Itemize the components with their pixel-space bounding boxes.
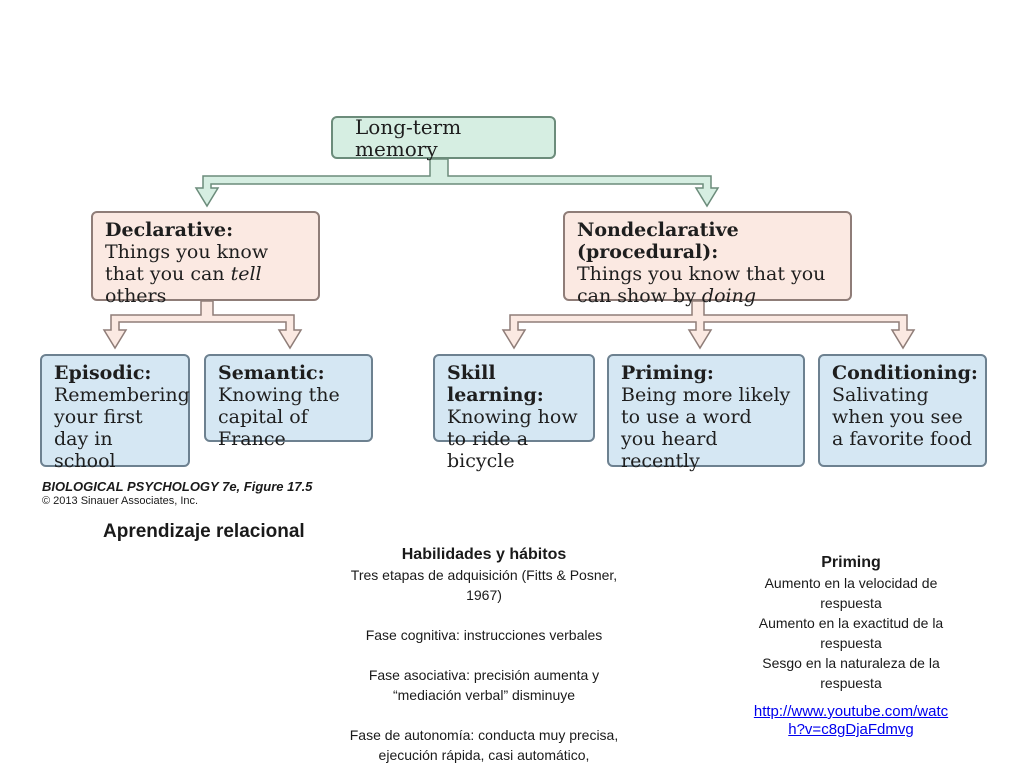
node-body: Being more likely to use a word you hear… [621,384,791,472]
figure-credit: BIOLOGICAL PSYCHOLOGY 7e, Figure 17.5 © … [42,479,312,507]
priming-title: Priming [821,554,881,571]
node-conditioning: Conditioning: Salivating when you see a … [818,354,987,467]
node-title: Episodic: [54,362,152,384]
connector-arrows [102,158,916,350]
priming-section: Priming Aumento en la velocidad de respu… [746,553,956,739]
credit-title: BIOLOGICAL PSYCHOLOGY 7e, Figure 17.5 [42,479,313,494]
arrow-nondeclarative-to-leaves [501,300,916,350]
habits-intro: Tres etapas de adquisición (Fitts & Posn… [350,567,618,603]
priming-line-bias: Sesgo en la naturaleza de la respuesta [762,655,940,691]
priming-line-speed: Aumento en la velocidad de respuesta [764,575,938,611]
habits-section: Habilidades y hábitos Tres etapas de adq… [334,545,634,765]
habits-stage-associative: Fase asociativa: precisión aumenta y “me… [368,667,600,703]
youtube-link[interactable]: http://www.youtube.com/watch?v=c8gDjaFdm… [753,703,949,738]
priming-line-accuracy: Aumento en la exactitud de la respuesta [758,615,944,651]
credit-copyright: © 2013 Sinauer Associates, Inc. [42,495,199,507]
relational-learning-title: Aprendizaje relacional [103,521,305,542]
habits-title: Habilidades y hábitos [401,546,567,563]
arrow-root-to-branches [194,158,720,208]
node-body: Things you know that you can tell others [105,241,269,307]
node-body: Salivating when you see a favorite food [832,384,973,450]
node-declarative: Declarative: Things you know that you ca… [91,211,320,307]
node-body: Remembering your first day in school [54,384,190,472]
node-skill-learning: Skill learning: Knowing how to ride a bi… [433,354,595,472]
node-body: Things you know that you can show by doi… [577,263,826,307]
node-title: Nondeclarative (procedural): [577,219,739,263]
node-episodic: Episodic: Remembering your first day in … [40,354,190,472]
memory-diagram: Long-term memory Declarative: Things you… [40,114,987,472]
node-title: Semantic: [218,362,325,384]
node-title: Skill learning: [447,362,544,406]
node-title: Declarative: [105,219,234,241]
node-semantic: Semantic: Knowing the capital of France [204,354,373,450]
habits-stage-autonomous: Fase de autonomía: conducta muy precisa,… [349,727,619,763]
node-title: Priming: [621,362,714,384]
habits-stage-cognitive: Fase cognitiva: instrucciones verbales [365,627,603,643]
node-body: Knowing the capital of France [218,384,340,450]
arrow-declarative-to-leaves [102,300,303,350]
node-nondeclarative: Nondeclarative (procedural): Things you … [563,211,852,307]
node-label: Long-term memory [355,114,462,161]
node-body: Knowing how to ride a bicycle [447,406,578,472]
node-long-term-memory: Long-term memory [331,114,556,161]
node-title: Conditioning: [832,362,978,384]
node-priming: Priming: Being more likely to use a word… [607,354,805,472]
